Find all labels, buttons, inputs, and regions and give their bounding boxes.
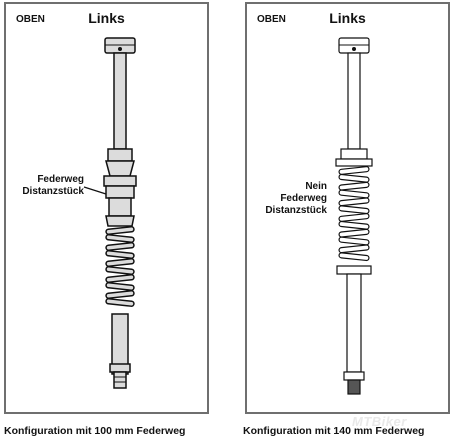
spring-coil	[105, 298, 135, 307]
callout-line-1: Federweg	[37, 174, 84, 185]
spring-coil	[338, 189, 370, 199]
side-label: Links	[329, 10, 366, 26]
spring-coil	[105, 226, 135, 235]
spring-coil	[105, 274, 135, 283]
shock-diagram-left	[83, 37, 137, 389]
callout-line-3: Distanzstück	[265, 205, 327, 216]
watermark-logo: MTBiker	[352, 414, 407, 429]
spring-coil	[338, 166, 370, 175]
panel-right-140mm: OBEN Links Nein Federweg Distanzstück	[245, 2, 450, 414]
callout-line-2: Federweg	[280, 193, 327, 204]
side-label: Links	[88, 10, 125, 26]
spring-coil	[105, 290, 135, 299]
upper-shaft	[347, 52, 361, 150]
no-spacer-callout: Nein Federweg Distanzstück	[247, 181, 327, 217]
caption-100mm: Konfiguration mit 100 mm Federweg	[4, 425, 186, 437]
spring-coil	[338, 236, 370, 246]
callout-leader	[83, 186, 107, 195]
spring-coil	[338, 228, 370, 238]
spring-seat	[335, 158, 373, 167]
spring-coil	[105, 242, 135, 251]
caption-140mm: Konfiguration mit 140 mm Federweg	[243, 425, 425, 437]
callout-line-2: Distanzstück	[22, 186, 84, 197]
callout-line-1: Nein	[305, 181, 327, 192]
shock-diagram-right	[335, 37, 373, 395]
spring-coil	[338, 205, 370, 215]
top-label: OBEN	[16, 14, 45, 25]
coil-spring	[105, 226, 135, 307]
travel-spacer	[105, 160, 135, 177]
spacer-callout: Federweg Distanzstück	[8, 174, 84, 198]
spring-coil	[105, 258, 135, 267]
spring-coil	[338, 220, 370, 230]
spring-coil	[338, 244, 370, 254]
bottom-bolt	[347, 379, 361, 395]
spring-coil	[338, 181, 370, 191]
coil-spring	[338, 166, 370, 262]
upper-shaft	[113, 52, 127, 150]
spring-coil	[105, 250, 135, 259]
panel-left-100mm: OBEN Links Federweg Distanzstück	[4, 2, 209, 414]
spring-coil	[338, 197, 370, 207]
bottom-bolt	[113, 371, 127, 389]
spring-coil	[105, 282, 135, 291]
spring-coil	[105, 234, 135, 243]
top-label: OBEN	[257, 14, 286, 25]
lower-shaft	[346, 273, 362, 373]
spring-coil	[338, 173, 370, 183]
spring-coil	[338, 252, 370, 262]
spring-coil	[105, 266, 135, 275]
spring-coil	[338, 213, 370, 222]
